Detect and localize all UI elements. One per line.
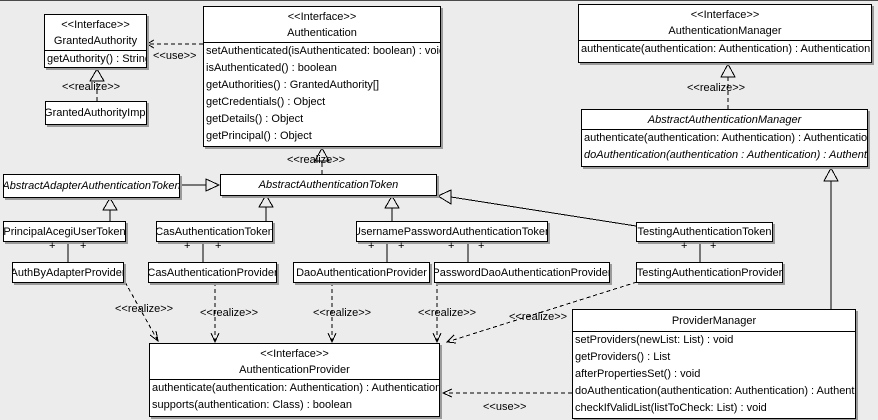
class-testing-authentication-provider[interactable]: TestingAuthenticationProvider xyxy=(636,262,783,283)
class-username-password-authentication-token[interactable]: UsernamePasswordAuthenticationToken xyxy=(356,221,548,242)
method: authenticate(authentication: Authenticat… xyxy=(152,382,439,394)
method: checkIfValidList(listToCheck: List) : vo… xyxy=(575,402,767,414)
class-name: GrantedAuthority xyxy=(53,35,138,47)
class-abstract-authentication-manager[interactable]: AbstractAuthenticationManager authentica… xyxy=(581,109,868,167)
class-name: CasAuthenticationProvider xyxy=(148,266,277,279)
method: getPrincipal() : Object xyxy=(206,130,312,142)
edge-realize-dao-provider[interactable] xyxy=(327,282,337,344)
class-name: AbstractAdapterAuthenticationToken xyxy=(3,180,180,192)
class-granted-authority[interactable]: <<Interface>> GrantedAuthority getAuthor… xyxy=(44,14,147,68)
class-name: Authentication xyxy=(287,27,357,39)
edge-use-authentication-grantedauthority[interactable] xyxy=(145,39,203,49)
stereotype-label: <<Interface>> xyxy=(260,348,329,360)
association-end-plus: + xyxy=(448,240,455,252)
edge-realize-abstract-authentication-token[interactable] xyxy=(314,146,330,174)
realize-label: <<realize>> xyxy=(115,303,174,315)
edge-use-provider-manager[interactable] xyxy=(441,388,572,398)
realize-label: <<realize>> xyxy=(200,307,259,319)
class-name: AbstractAuthenticationManager xyxy=(647,114,802,126)
method: authenticate(authentication: Authenticat… xyxy=(581,43,871,55)
method: getDetails() : Object xyxy=(206,113,304,125)
method: afterPropertiesSet() : void xyxy=(575,368,701,380)
use-label: <<use>> xyxy=(483,401,527,413)
method: supports(authentication: Class) : boolea… xyxy=(152,399,352,411)
edge-realize-password-dao-provider[interactable] xyxy=(432,282,442,344)
stereotype-label: <<Interface>> xyxy=(287,11,357,23)
method: doAuthentication(authentication: Authent… xyxy=(575,385,855,397)
class-provider-manager[interactable]: ProviderManager setProviders(newList: Li… xyxy=(572,309,856,419)
class-name: PasswordDaoAuthenticationProvider xyxy=(434,266,610,279)
realize-label: <<realize>> xyxy=(62,81,121,93)
class-dao-authentication-provider[interactable]: DaoAuthenticationProvider xyxy=(293,262,430,283)
class-name: AuthenticationProvider xyxy=(239,364,350,376)
realize-label: <<realize>> xyxy=(509,311,568,323)
class-name: AuthenticationManager xyxy=(668,25,782,37)
edge-generalization-principal-token[interactable] xyxy=(102,197,118,221)
edge-generalization-provider-manager[interactable] xyxy=(823,166,839,309)
realize-label: <<realize>> xyxy=(313,307,372,319)
edge-generalization-usernamepassword-token[interactable] xyxy=(384,195,400,221)
association-end-plus: + xyxy=(398,240,405,252)
method: authenticate(authentication: Authenticat… xyxy=(584,132,867,144)
method: isAuthenticated() : boolean xyxy=(206,62,337,74)
edge-realize-testing-provider[interactable] xyxy=(445,281,638,344)
class-name: UsernamePasswordAuthenticationToken xyxy=(356,225,548,238)
association-end-plus: + xyxy=(215,240,222,252)
edge-realize-granted-authority-impl[interactable] xyxy=(89,68,105,101)
class-password-dao-authentication-provider[interactable]: PasswordDaoAuthenticationProvider xyxy=(434,262,610,283)
class-cas-authentication-provider[interactable]: CasAuthenticationProvider xyxy=(148,262,277,283)
association-end-plus: + xyxy=(80,240,87,252)
stereotype-label: <<Interface>> xyxy=(690,9,760,21)
class-name: DaoAuthenticationProvider xyxy=(296,266,427,279)
class-name: TestingAuthenticationProvider xyxy=(636,266,783,279)
association-end-plus: + xyxy=(184,240,191,252)
class-cas-authentication-token[interactable]: CasAuthenticationToken xyxy=(156,221,273,242)
edge-generalization-testing-token[interactable] xyxy=(436,189,637,227)
class-name: AuthByAdapterProvider xyxy=(12,266,124,279)
class-authentication-provider[interactable]: <<Interface>> AuthenticationProvider aut… xyxy=(149,343,440,417)
class-granted-authority-impl[interactable]: GrantedAuthorityImpl xyxy=(45,101,147,125)
stereotype-label: <<Interface>> xyxy=(61,19,130,31)
use-label: <<use>> xyxy=(153,50,197,62)
class-abstract-adapter-authentication-token[interactable]: AbstractAdapterAuthenticationToken xyxy=(3,174,180,198)
method: getCredentials() : Object xyxy=(206,96,326,108)
association-end-plus: + xyxy=(710,240,717,252)
edge-realize-abstract-authentication-manager[interactable] xyxy=(720,62,736,109)
association-end-plus: + xyxy=(681,240,688,252)
class-name: GrantedAuthorityImpl xyxy=(45,107,147,119)
edge-generalization-adapter-token[interactable] xyxy=(180,178,221,192)
method: getAuthority() : String xyxy=(47,53,146,65)
association-end-plus: + xyxy=(478,240,485,252)
class-authentication-manager[interactable]: <<Interface>> AuthenticationManager auth… xyxy=(578,4,872,63)
edge-generalization-cas-token[interactable] xyxy=(258,194,274,221)
class-authentication[interactable]: <<Interface>> Authentication setAuthenti… xyxy=(203,6,441,147)
association-end-plus: + xyxy=(49,240,56,252)
class-auth-by-adapter-provider[interactable]: AuthByAdapterProvider xyxy=(12,262,124,283)
class-name: TestingAuthenticationToken xyxy=(637,226,772,238)
edge-realize-cas-provider[interactable] xyxy=(210,282,220,344)
realize-label: <<realize>> xyxy=(687,82,746,94)
method: setProviders(newList: List) : void xyxy=(575,334,734,346)
class-testing-authentication-token[interactable]: TestingAuthenticationToken xyxy=(636,222,773,242)
method: getProviders() : List xyxy=(575,351,671,363)
class-name: CasAuthenticationToken xyxy=(156,225,273,238)
edge-realize-auth-by-adapter-provider[interactable] xyxy=(124,281,159,343)
class-name: PrincipalAcegiUserToken xyxy=(3,225,126,238)
method: setAuthenticated(isAuthenticated: boolea… xyxy=(206,45,440,57)
method: getAuthorities() : GrantedAuthority[] xyxy=(206,79,380,91)
association-end-plus: + xyxy=(368,240,375,252)
realize-label: <<realize>> xyxy=(418,307,477,319)
method: doAuthentication(authentication : Authen… xyxy=(584,149,867,161)
realize-label: <<realize>> xyxy=(287,154,346,166)
class-name: ProviderManager xyxy=(671,315,757,327)
class-name: AbstractAuthenticationToken xyxy=(258,179,399,191)
class-principal-acegi-user-token[interactable]: PrincipalAcegiUserToken xyxy=(3,221,126,242)
class-abstract-authentication-token[interactable]: AbstractAuthenticationToken xyxy=(220,174,437,196)
